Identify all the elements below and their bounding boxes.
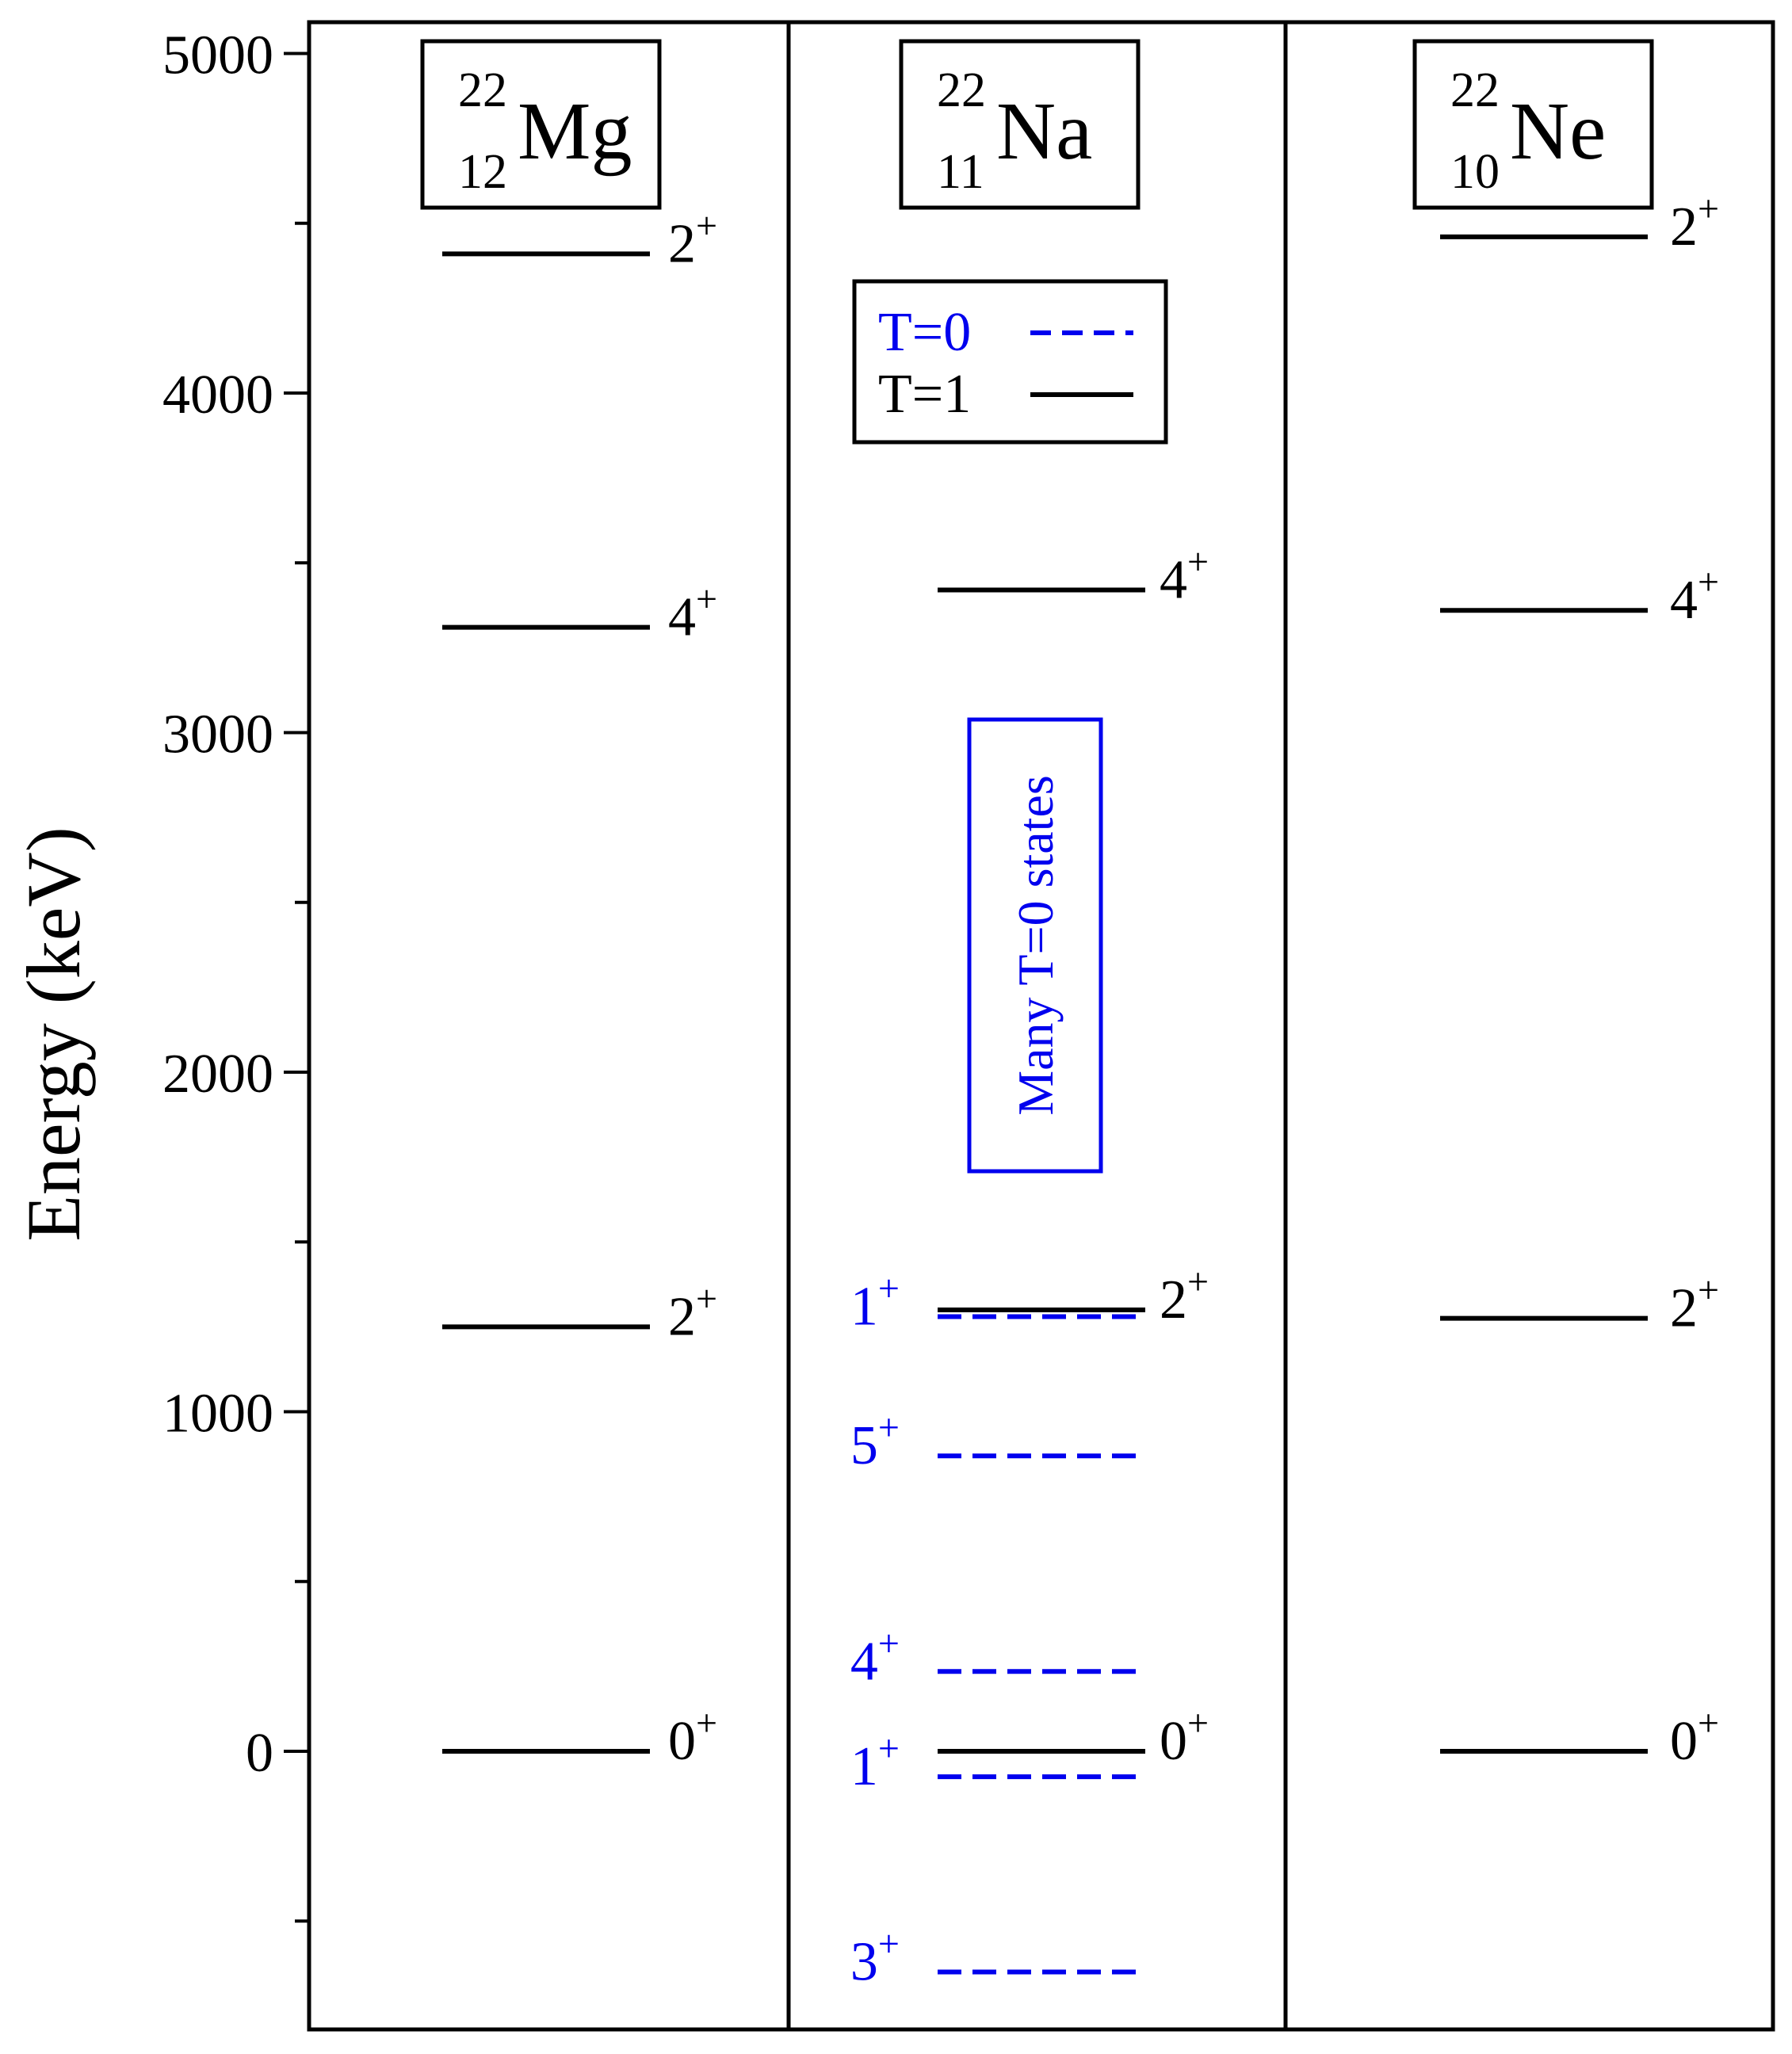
- level-spin: 5: [850, 1415, 878, 1476]
- level-spin: 0: [668, 1711, 696, 1772]
- level-spin: 2: [668, 213, 696, 274]
- level-parity: +: [878, 1728, 900, 1770]
- level-parity: +: [1698, 561, 1719, 603]
- level-label: 0+: [1160, 1702, 1209, 1772]
- level-label: 0+: [1670, 1702, 1719, 1772]
- level-spin: 4: [668, 587, 696, 648]
- level-parity: +: [1698, 1702, 1719, 1744]
- level-parity: +: [878, 1923, 900, 1965]
- y-axis-label: Energy (keV): [11, 827, 96, 1241]
- y-tick-label: 4000: [162, 365, 273, 426]
- nucleus-atomic-number: 12: [458, 145, 507, 199]
- legend-label: T=1: [878, 364, 971, 425]
- level-parity: +: [696, 1702, 717, 1744]
- level-label: 1+: [850, 1728, 900, 1797]
- nucleus-mass-number: 22: [937, 63, 986, 117]
- level-label: 5+: [850, 1407, 900, 1476]
- level-parity: +: [696, 578, 717, 620]
- nucleus-box: [899, 39, 1141, 210]
- level-label: 4+: [1670, 561, 1719, 631]
- nucleus-symbol: Na: [996, 86, 1092, 177]
- legend-box: [852, 279, 1168, 445]
- level-parity: +: [878, 1407, 900, 1449]
- level-spin: 2: [1670, 197, 1698, 258]
- y-tick-label: 3000: [162, 704, 273, 765]
- y-tick-label: 0: [246, 1723, 273, 1784]
- level-parity: +: [1187, 1702, 1209, 1744]
- nucleus-symbol: Ne: [1510, 86, 1606, 177]
- level-spin: 4: [1160, 550, 1187, 611]
- level-label: 3+: [850, 1923, 900, 1993]
- level-parity: +: [1698, 1269, 1719, 1311]
- nucleus-mass-number: 22: [458, 63, 507, 117]
- level-parity: +: [878, 1622, 900, 1664]
- level-parity: +: [696, 1277, 717, 1319]
- nucleus-box: [420, 39, 662, 210]
- level-parity: +: [696, 204, 717, 246]
- nucleus-atomic-number: 11: [937, 145, 984, 199]
- nucleus-atomic-number: 10: [1450, 145, 1500, 199]
- level-spin: 0: [1670, 1711, 1698, 1772]
- level-spin: 1: [850, 1277, 878, 1338]
- level-spin: 0: [1160, 1711, 1187, 1772]
- level-spin: 2: [1160, 1269, 1187, 1331]
- level-label: 2+: [1160, 1261, 1209, 1331]
- y-tick-label: 1000: [162, 1384, 273, 1445]
- level-label: 2+: [1670, 188, 1719, 258]
- annotation-box: [967, 717, 1103, 1174]
- nucleus-mass-number: 22: [1450, 63, 1500, 117]
- level-spin: 2: [668, 1286, 696, 1347]
- level-label: 2+: [668, 204, 717, 274]
- level-label: 0+: [668, 1702, 717, 1772]
- y-tick-label: 2000: [162, 1044, 273, 1105]
- level-parity: +: [878, 1268, 900, 1310]
- level-label: 1+: [850, 1268, 900, 1338]
- level-parity: +: [1698, 188, 1719, 230]
- level-spin: 2: [1670, 1278, 1698, 1339]
- legend-label: T=0: [878, 302, 971, 363]
- level-label: 4+: [850, 1622, 900, 1692]
- level-label: 4+: [1160, 541, 1209, 611]
- level-label: 2+: [1670, 1269, 1719, 1339]
- level-spin: 4: [1670, 570, 1698, 631]
- level-spin: 3: [850, 1932, 878, 1993]
- plot-frame: [307, 20, 1775, 2032]
- nucleus-box: [1412, 39, 1654, 210]
- level-parity: +: [1187, 541, 1209, 583]
- level-label: 4+: [668, 578, 717, 648]
- y-tick-label: 5000: [162, 25, 273, 86]
- level-spin: 4: [850, 1631, 878, 1692]
- annotation-text: Many T=0 states: [1007, 775, 1064, 1116]
- level-parity: +: [1187, 1261, 1209, 1303]
- level-spin: 1: [850, 1736, 878, 1797]
- level-label: 2+: [668, 1277, 717, 1347]
- nucleus-symbol: Mg: [518, 86, 632, 177]
